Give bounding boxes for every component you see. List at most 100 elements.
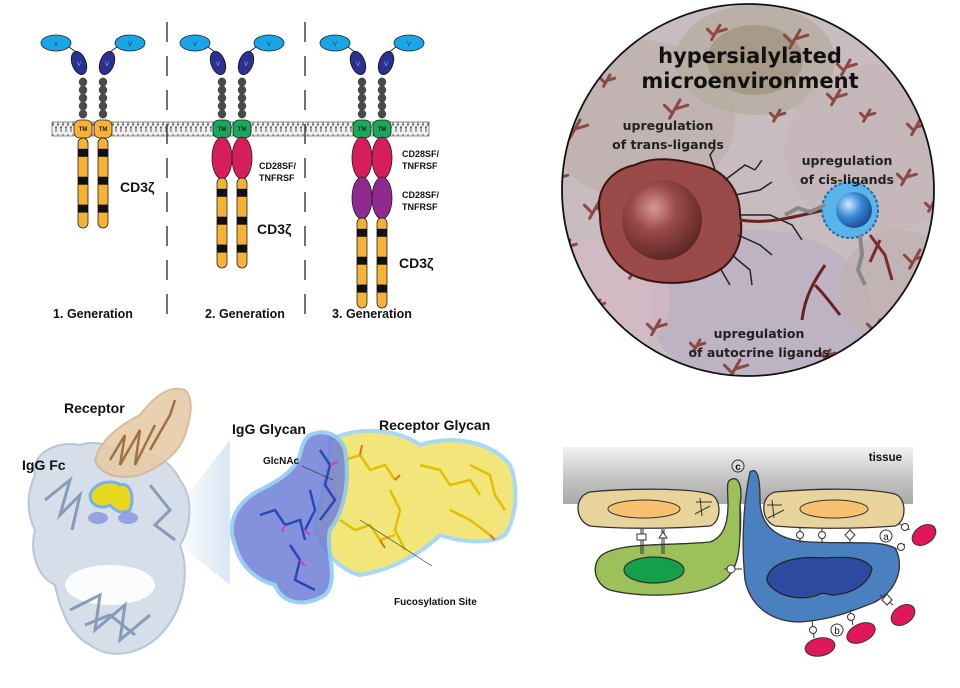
itam-band [78,204,88,213]
v-label: V [407,42,411,48]
fucosylation-pointer [359,519,433,567]
v-domain-outer [393,34,425,52]
hinge-segment [357,77,367,87]
itam-band [98,204,108,213]
cis-ligands-label-line2: of cis-ligands [800,172,894,187]
stromal-cell-left [577,488,720,529]
hinge-segment [98,85,108,95]
v-label: V [333,42,337,48]
costim-domain [351,136,373,180]
v-domain-inner [237,51,255,75]
hinge-segment [377,109,387,119]
hinge-segment [357,85,367,95]
autocrine-ligands-label-line1: upregulation [714,326,805,341]
itam-band [217,188,227,197]
hinge-segment [217,101,227,111]
costim-label-gen3a-line2: TNFRSF [402,161,438,171]
hinge-segment [377,93,387,103]
igg-glycan-label: IgG Glycan [232,421,306,437]
costim-domain [371,136,393,180]
sialic-acid-branch [908,298,927,313]
itam-band [78,148,88,157]
tm-label: TM [238,127,247,133]
hinge-segment [237,77,247,87]
costim-label-gen3b-line2: TNFRSF [402,202,438,212]
svg-text:b: b [834,626,840,637]
hinge-segment [377,77,387,87]
svg-text:c: c [735,462,741,473]
itam-band [237,216,247,225]
itam-band [237,244,247,253]
v-domain-inner [349,51,367,75]
sialic-acid-branch [835,58,858,77]
itam-band [98,148,108,157]
v-domain-outer [114,34,146,52]
sialic-acid-branch [895,168,918,187]
igg-glycan-surface [229,430,349,605]
itam-band [78,176,88,185]
receptor-label: Receptor [64,400,125,416]
sialic-acid-branch [825,88,848,107]
itam-band [217,216,227,225]
glcnac-pointer [301,465,334,481]
v-label: V [267,42,271,48]
sialic-acid-branch [705,23,728,42]
receptor-structure [93,387,192,478]
marker-b: b [830,623,844,637]
costim-label-gen2-line1: CD28SF/ [259,161,297,171]
generation-1-label: 1. Generation [53,307,133,321]
v-domain-inner [209,51,227,75]
sialic-acid-branch [858,108,877,123]
igg-fc-structure [27,441,191,655]
hinge-segment [98,77,108,87]
hinge-segment [78,109,88,119]
costim-domain [371,176,393,220]
costim-label-gen3b-line1: CD28SF/ [402,190,440,200]
fucosylation-site-label: Fucosylation Site [394,597,477,608]
hinge-segment [78,85,88,95]
green-cell [594,478,742,596]
v-label: V [54,42,58,48]
generation-2-label: 2. Generation [205,307,285,321]
trans-ligands-label-line1: upregulation [623,118,714,133]
igg-fc-label: IgG Fc [22,457,66,473]
hinge-segment [237,109,247,119]
costim-domain [211,136,233,180]
v-domain-outer [319,34,351,52]
svg-text:a: a [883,532,889,543]
receptor-glycan-label: Receptor Glycan [379,417,490,433]
hinge-segment [98,109,108,119]
hinge-segment [217,109,227,119]
hinge-segment [78,77,88,87]
autocrine-ligands-label-line2: of autocrine ligands [688,345,829,360]
tissue-label: tissue [869,452,902,464]
costim-domain [231,136,253,180]
immune-cell [784,181,894,286]
itam-band [377,228,387,237]
generation-3-label: 3. Generation [332,307,412,321]
itam-band [377,284,387,293]
hinge-segment [217,85,227,95]
igg-structure-panel: Receptor IgG Fc IgG Glycan Receptor Glyc… [22,387,518,655]
sialic-acid-branch [782,28,810,50]
hinge-segment [78,101,88,111]
receptor-glycan-surface [312,428,518,578]
v-label: V [216,62,220,68]
v-label: V [356,62,360,68]
itam-band [357,284,367,293]
trans-ligands-label-line2: of trans-ligands [612,137,724,152]
hinge-segment [78,93,88,103]
microenvironment-title-line1: hypersialylated [658,44,842,68]
costim-domain [351,176,373,220]
cis-ligands-label-line1: upregulation [802,153,893,168]
cd3z-label-gen2: CD3ζ [257,221,292,237]
hinge-segment [98,101,108,111]
tm-label: TM [358,127,367,133]
hinge-segment [217,93,227,103]
hinge-segment [357,109,367,119]
costim-label-gen3a-line1: CD28SF/ [402,149,440,159]
zoom-cone [180,440,230,585]
sialic-acid-branch [562,168,570,190]
